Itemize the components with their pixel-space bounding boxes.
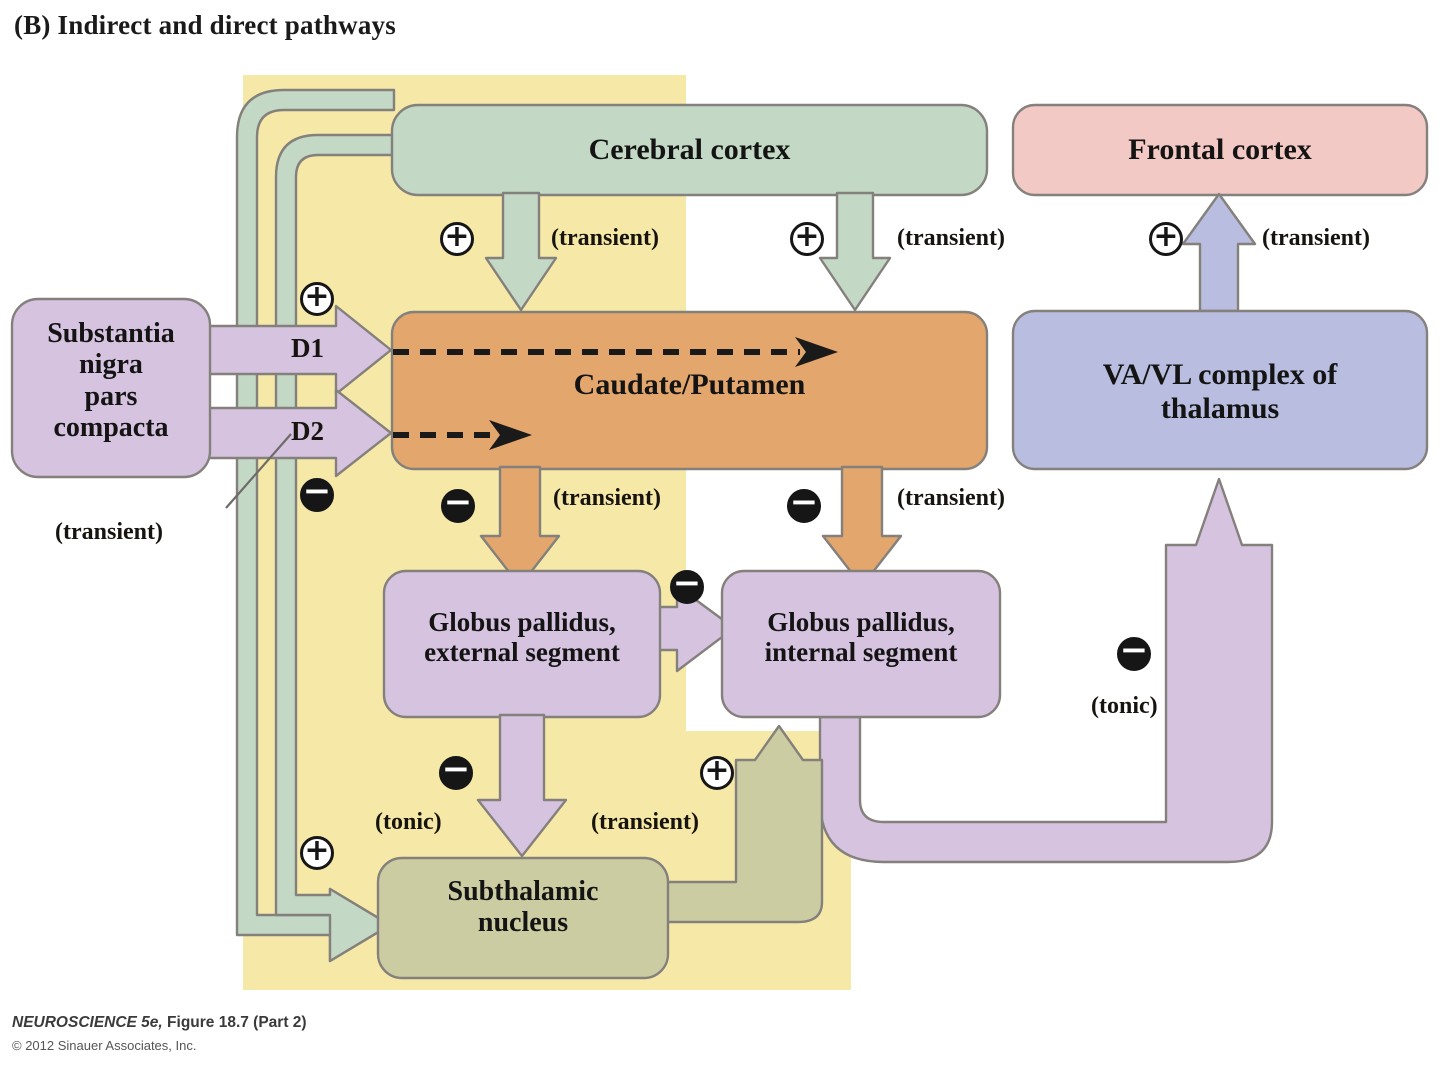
substantia-nigra-shape[interactable] xyxy=(10,297,393,509)
figure-source-book: NEUROSCIENCE 5e, xyxy=(12,1014,163,1031)
frontal-cortex-shape[interactable] xyxy=(1011,103,1429,197)
sign-glyph: + xyxy=(704,753,730,788)
d2-dashed-arrow xyxy=(393,420,532,450)
sign-glyph: − xyxy=(443,481,473,522)
sign-glyph: + xyxy=(444,219,470,254)
globus-pallidus-external-shape[interactable] xyxy=(382,569,736,858)
annotation-caudate-gpe: (transient) xyxy=(553,485,661,511)
sign-glyph: − xyxy=(441,748,471,789)
figure-source-number: Figure 18.7 (Part 2) xyxy=(162,1014,307,1031)
caudate-putamen-shape[interactable] xyxy=(390,310,989,588)
copyright-notice: © 2012 Sinauer Associates, Inc. xyxy=(12,1038,197,1053)
sign-glyph: − xyxy=(302,470,332,511)
sign-plus-sn-d1: + xyxy=(300,282,334,316)
annotation-cortex-caudate-left: (transient) xyxy=(551,225,659,251)
sign-glyph: + xyxy=(794,219,820,254)
receptor-label-d1: D1 xyxy=(291,333,324,363)
subthalamic-nucleus-shape[interactable] xyxy=(376,724,824,980)
annotation-sn-transient: (transient) xyxy=(55,519,163,545)
sign-plus-cortex-caudate-right: + xyxy=(790,222,824,256)
sign-minus-caudate-gpi: − xyxy=(787,485,821,523)
highlight-region-basal-ganglia xyxy=(243,75,851,990)
sign-minus-gpi-thalamus: − xyxy=(1117,633,1151,671)
sign-minus-gpe-gpi: − xyxy=(670,566,704,604)
sign-glyph: − xyxy=(789,481,819,522)
annotation-stn-gpi-transient: (transient) xyxy=(591,809,699,835)
sign-plus-cortex-stn: + xyxy=(300,836,334,870)
globus-pallidus-internal-shape[interactable] xyxy=(720,477,1274,864)
annotation-cortex-caudate-right: (transient) xyxy=(897,225,1005,251)
sign-plus-thalamus-frontal: + xyxy=(1149,222,1183,256)
annotation-gpe-stn-tonic: (tonic) xyxy=(375,809,442,835)
sign-plus-cortex-caudate-left: + xyxy=(440,222,474,256)
page-title: (B) Indirect and direct pathways xyxy=(14,10,396,40)
d1-dashed-arrow xyxy=(393,337,838,367)
sign-glyph: + xyxy=(1153,219,1179,254)
receptor-label-d2: D2 xyxy=(291,416,324,446)
sign-minus-gpe-stn: − xyxy=(439,752,473,790)
sign-minus-sn-d2: − xyxy=(300,474,334,512)
figure-source: NEUROSCIENCE 5e, Figure 18.7 (Part 2) xyxy=(12,1014,307,1032)
cerebral-cortex-shape[interactable] xyxy=(235,88,989,963)
va-vl-thalamus-shape[interactable] xyxy=(1011,192,1429,471)
annotation-gpi-thalamus-tonic: (tonic) xyxy=(1091,693,1158,719)
sign-glyph: − xyxy=(1119,629,1149,670)
sign-minus-caudate-gpe: − xyxy=(441,485,475,523)
annotation-caudate-gpi: (transient) xyxy=(897,485,1005,511)
sign-glyph: + xyxy=(304,833,330,868)
sign-glyph: + xyxy=(304,279,330,314)
sign-plus-stn-gpi: + xyxy=(700,756,734,790)
sign-glyph: − xyxy=(672,562,702,603)
annotation-thalamus-frontal: (transient) xyxy=(1262,225,1370,251)
